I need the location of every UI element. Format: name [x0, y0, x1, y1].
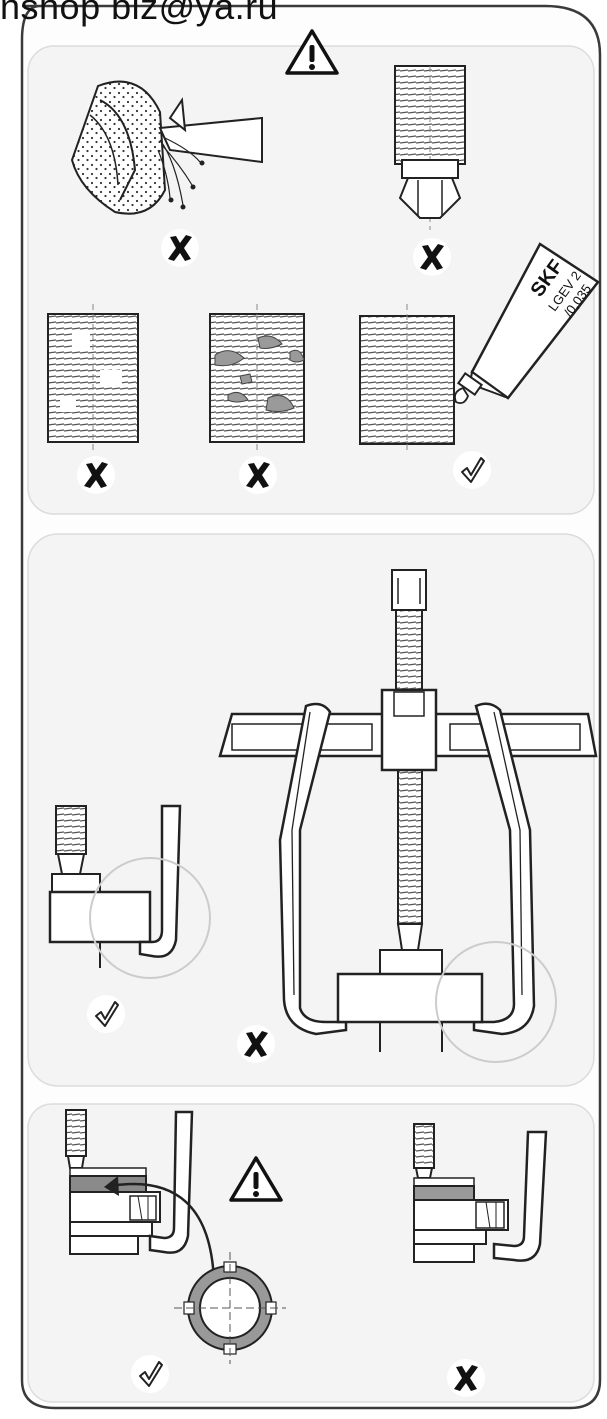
correct-grip-detail-illustration — [48, 804, 211, 979]
check-mark-icon — [86, 994, 126, 1034]
grease-tube-illustration: SKF LGEV 2 /0,035 — [454, 242, 600, 405]
cross-mark-icon — [413, 238, 451, 276]
check-mark-icon — [130, 1354, 170, 1394]
cross-mark-icon — [161, 229, 199, 267]
locknut-removal-illustration — [65, 1109, 286, 1364]
spindle-nut-illustration — [394, 65, 466, 230]
grinding-wheel-illustration — [70, 80, 263, 215]
cross-mark-icon — [237, 1025, 275, 1063]
header-text: nshop biz@ya.ru — [0, 0, 279, 27]
cross-mark-icon — [447, 1359, 485, 1397]
lubricated-thread-illustration — [359, 304, 455, 454]
cross-mark-icon — [77, 456, 115, 494]
cross-mark-icon — [239, 456, 277, 494]
two-arm-puller-illustration — [218, 569, 598, 1063]
corroded-thread-illustration — [209, 304, 305, 452]
check-mark-icon — [452, 450, 492, 490]
damaged-thread-illustration — [47, 304, 139, 452]
incorrect-grip-illustration — [413, 1123, 548, 1263]
